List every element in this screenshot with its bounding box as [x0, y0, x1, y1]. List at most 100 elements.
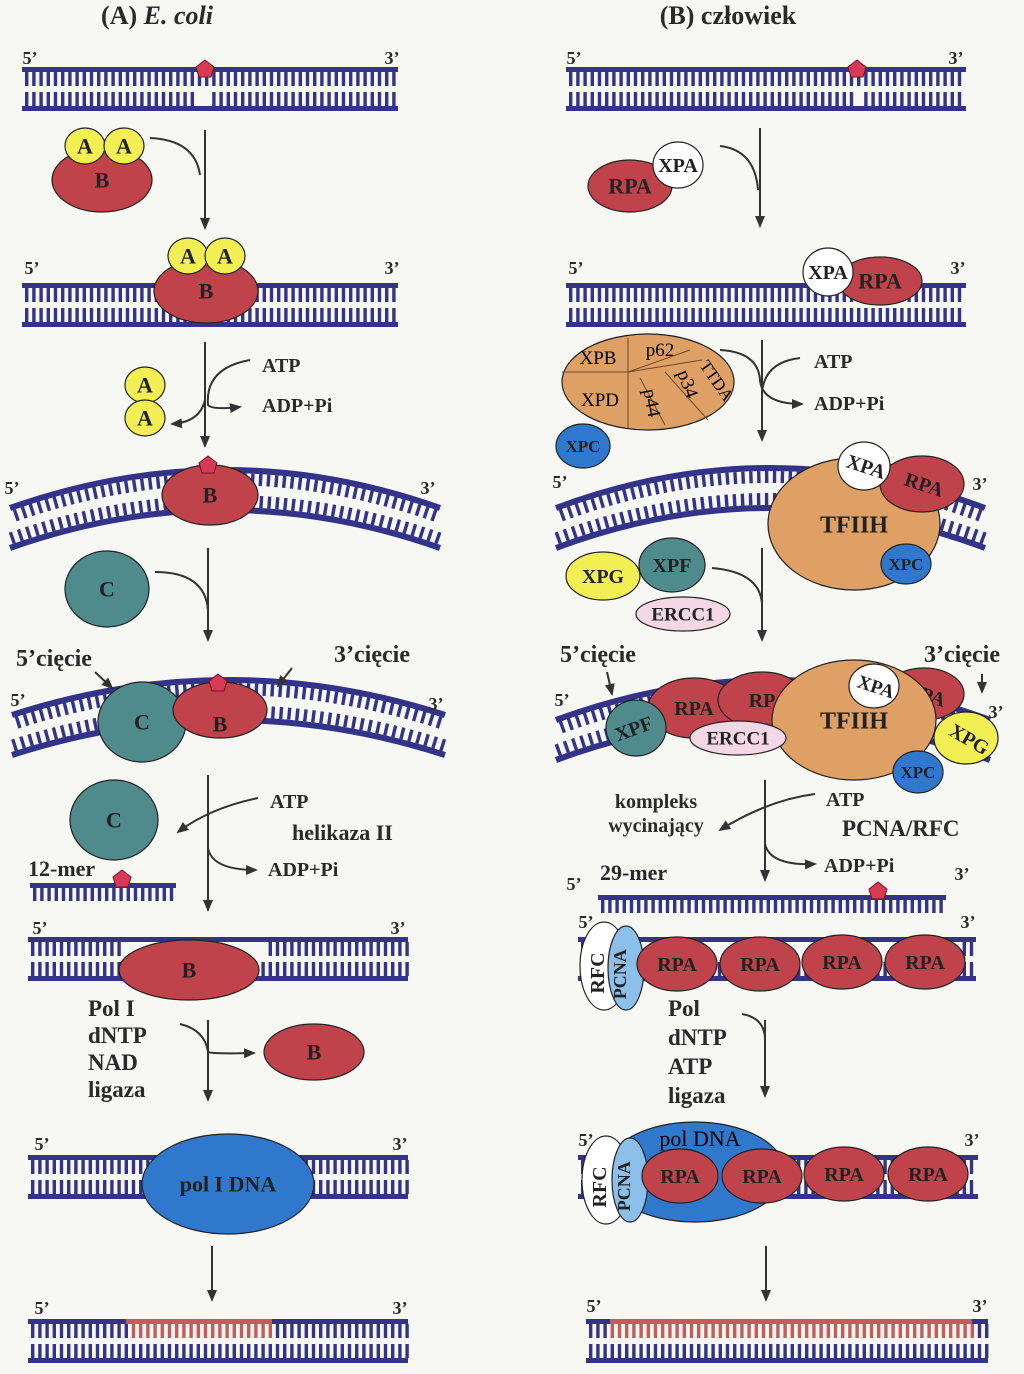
dna-base: [597, 288, 602, 302]
dna-base: [675, 1344, 679, 1358]
dna-base: [110, 1324, 114, 1338]
dna-base: [67, 1324, 71, 1338]
dna-base: [619, 511, 626, 525]
dna-base: [61, 72, 65, 86]
dna-base: [140, 72, 144, 86]
dna-base: [131, 1160, 136, 1174]
dna-base: [761, 1344, 766, 1358]
dna-base: [284, 308, 288, 322]
dna-base: [82, 288, 86, 302]
reagent-label: dNTP: [668, 1025, 727, 1050]
dna-base: [153, 1344, 157, 1358]
dna-base: [146, 1324, 150, 1338]
dna-base: [362, 962, 366, 976]
dna-base: [333, 942, 337, 956]
dna-base: [727, 288, 731, 302]
end-5-label: 5’: [555, 690, 570, 710]
dna-base: [356, 695, 363, 709]
oligo-base: [69, 888, 73, 901]
dna-base: [52, 1160, 56, 1174]
dna-base: [862, 1344, 866, 1358]
dna-base: [884, 1344, 888, 1358]
dna-base: [113, 504, 120, 517]
dna-base: [254, 1344, 258, 1358]
dna-base: [643, 506, 650, 519]
dna-base: [89, 509, 96, 522]
dna-base: [255, 92, 259, 106]
oligo-base: [680, 900, 684, 913]
protein-XPC: [880, 543, 932, 585]
dna-base: [617, 1344, 622, 1358]
dna-base: [347, 942, 352, 956]
dna-base: [326, 1180, 330, 1194]
dna-base: [362, 1180, 366, 1194]
dna-base: [569, 72, 573, 86]
side-arrow: [207, 847, 258, 875]
dna-base: [355, 1344, 359, 1358]
dna-base: [733, 1324, 737, 1338]
dna-base: [682, 1324, 686, 1338]
dna-base: [668, 1344, 672, 1358]
protein-B-label: B: [213, 712, 228, 737]
dna-base: [632, 1344, 636, 1358]
oligo-base: [148, 888, 152, 901]
dna-base: [104, 72, 108, 86]
dna-base: [597, 72, 602, 86]
dna-base: [110, 1160, 114, 1174]
dna-base: [626, 92, 630, 106]
dna-base: [125, 92, 130, 106]
dna-base: [111, 72, 115, 86]
dna-base: [566, 506, 574, 519]
dna-base: [648, 288, 652, 302]
dna-base: [341, 72, 346, 86]
dna-base: [362, 942, 366, 956]
dna-base: [291, 498, 296, 511]
dna-base: [921, 308, 926, 322]
dna-base: [805, 1344, 809, 1358]
dna-base: [799, 72, 803, 86]
end-5-label: 5’: [35, 1134, 50, 1154]
dna-base: [883, 1180, 887, 1194]
dna-base: [154, 92, 158, 106]
dna-base: [349, 288, 353, 302]
dna-base: [313, 479, 319, 493]
dna-strand-bottom: [22, 106, 398, 111]
protein-RPA: [641, 1148, 719, 1204]
dna-base: [691, 308, 695, 322]
dna-base: [105, 505, 112, 519]
dna-base: [741, 471, 746, 484]
dna-base: [233, 92, 238, 106]
dna-base: [370, 288, 374, 302]
protein-TFIIH-label: TFIIH: [820, 708, 888, 734]
dna-base: [833, 1344, 838, 1358]
dna-base: [869, 1344, 874, 1358]
dna-base: [88, 1160, 92, 1174]
dna-base: [255, 308, 259, 322]
dna-base: [849, 92, 854, 106]
dna-base: [133, 72, 137, 86]
dna-base: [124, 1344, 128, 1358]
dna-base: [871, 72, 875, 86]
dna-base: [255, 72, 259, 86]
dna-base: [684, 288, 688, 302]
dna-base: [239, 1344, 244, 1358]
dna-strand-bottom: [566, 106, 966, 111]
dna-base: [36, 501, 44, 514]
dna-base: [698, 308, 702, 322]
dna-base: [772, 471, 777, 484]
cut-5-label: 5’cięcie: [560, 642, 636, 668]
dna-base: [405, 1180, 409, 1194]
oligo-base: [860, 900, 864, 913]
dna-base: [161, 92, 166, 106]
dna-base: [627, 509, 634, 523]
protein-RPA: [719, 936, 801, 992]
dna-base: [646, 1344, 650, 1358]
oligo-base: [54, 888, 58, 901]
dna-base: [639, 1344, 643, 1358]
dna-base: [747, 1324, 751, 1338]
protein-RPA-label: RPA: [608, 174, 652, 199]
dna-base: [125, 308, 130, 322]
oligo-base: [622, 900, 626, 913]
dna-base: [727, 308, 731, 322]
dna-base: [59, 1180, 64, 1194]
